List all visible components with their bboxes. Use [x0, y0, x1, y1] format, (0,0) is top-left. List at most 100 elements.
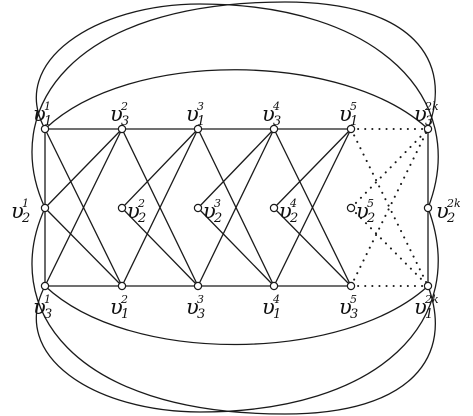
vertex-label-subscript: 2: [137, 211, 146, 226]
edge-r2c2-r0c3: [197, 128, 275, 287]
edge-r2c4-r0c5: [350, 128, 429, 287]
vertex-label-base: υ: [356, 199, 369, 223]
vertex-label-r0c3: υ43: [262, 100, 281, 129]
edge-r1c0-r0c1: [44, 128, 123, 209]
vertex-r0c4: [346, 124, 356, 134]
edge-r1c4-r0c5: [350, 128, 429, 209]
vertex-label-superscript: 2k: [424, 293, 439, 306]
vertex-label-base: υ: [339, 295, 352, 319]
vertex-r0c0: [40, 124, 50, 134]
vertex-label-superscript: 2k: [424, 100, 439, 113]
vertex-r2c5: [423, 281, 433, 291]
vertex-label-base: υ: [436, 199, 449, 223]
edge-r2c0-r0c1: [44, 128, 123, 287]
vertex-r1c4: [346, 203, 356, 213]
vertex-label-subscript: 1: [121, 307, 129, 322]
edge-r2c3-r0c4: [273, 128, 352, 287]
vertex-label-subscript: 2: [289, 211, 298, 226]
edge-r2c1-r0c2: [121, 128, 199, 287]
vertex-label-base: υ: [110, 295, 123, 319]
vertex-label-r2c2: υ33: [186, 293, 205, 322]
vertex-label-superscript: 5: [367, 197, 374, 210]
vertex-label-superscript: 4: [272, 293, 280, 306]
vertex-label-superscript: 3: [197, 293, 204, 306]
vertex-r2c4: [346, 281, 356, 291]
vertex-label-base: υ: [33, 295, 46, 319]
vertex-label-r2c0: υ13: [33, 293, 52, 322]
vertex-r1c1: [117, 203, 127, 213]
vertex-label-base: υ: [339, 102, 352, 126]
vertex-label-subscript: 1: [44, 114, 52, 129]
edge-r1c0-r2c5: [31, 207, 436, 415]
vertex-label-subscript: 3: [425, 114, 433, 129]
vertex-r0c3: [269, 124, 279, 134]
vertex-r0c2: [193, 124, 203, 134]
vertex-label-superscript: 2: [120, 100, 128, 113]
edge-r1c3-r2c4: [273, 207, 352, 287]
edge-r1c2-r2c3: [197, 207, 275, 287]
vertex-label-subscript: 2: [366, 211, 375, 226]
vertex-label-r0c2: υ31: [186, 100, 205, 129]
vertex-label-r1c2: υ32: [203, 197, 222, 226]
vertex-label-base: υ: [11, 199, 24, 223]
vertex-label-r2c3: υ41: [262, 293, 281, 322]
vertex-label-subscript: 1: [197, 114, 205, 129]
vertex-label-superscript: 3: [197, 100, 204, 113]
vertex-label-r2c4: υ53: [339, 293, 358, 322]
vertex-label-r1c3: υ42: [279, 197, 298, 226]
vertex-label-superscript: 2: [137, 197, 145, 210]
vertex-label-superscript: 5: [350, 100, 357, 113]
vertex-label-subscript: 1: [350, 114, 358, 129]
vertex-label-subscript: 3: [350, 307, 358, 322]
edge-r1c1-r0c2: [121, 128, 199, 209]
vertex-label-superscript: 1: [22, 197, 29, 210]
vertex-r1c5: [423, 203, 433, 213]
vertex-label-base: υ: [33, 102, 46, 126]
vertex-label-r0c4: υ51: [339, 100, 358, 129]
edge-r0c0-r0c5: [44, 69, 429, 130]
edges-layer: [31, 1, 439, 415]
vertex-label-base: υ: [262, 102, 275, 126]
vertex-label-base: υ: [186, 295, 199, 319]
vertex-label-r1c4: υ52: [356, 197, 375, 226]
vertex-label-base: υ: [414, 295, 427, 319]
vertex-label-r1c0: υ12: [11, 197, 30, 226]
edge-r2c0-r1c5: [35, 207, 439, 413]
vertex-label-superscript: 2k: [446, 197, 461, 210]
vertex-label-subscript: 2: [21, 211, 30, 226]
vertex-r2c3: [269, 281, 279, 291]
vertex-label-base: υ: [127, 199, 140, 223]
vertex-label-subscript: 3: [121, 114, 129, 129]
vertex-r0c5: [423, 124, 433, 134]
vertices-layer: [40, 124, 433, 291]
vertex-r2c2: [193, 281, 203, 291]
vertex-label-r0c0: υ11: [33, 100, 52, 129]
edge-r1c4-r2c5: [350, 207, 429, 287]
vertex-r0c1: [117, 124, 127, 134]
edge-r0c4-r2c5: [350, 128, 429, 287]
vertex-label-base: υ: [414, 102, 427, 126]
vertex-label-base: υ: [110, 102, 123, 126]
edge-r2c0-r2c5: [44, 285, 429, 346]
vertex-r2c1: [117, 281, 127, 291]
vertex-label-superscript: 5: [350, 293, 357, 306]
vertex-label-subscript: 2: [213, 211, 222, 226]
edge-r1c0-r0c5: [31, 1, 436, 209]
edge-r1c0-r2c1: [44, 207, 123, 287]
edge-r0c0-r1c5: [35, 3, 439, 209]
edge-r1c1-r2c2: [121, 207, 199, 287]
vertex-label-base: υ: [186, 102, 199, 126]
vertex-r1c3: [269, 203, 279, 213]
vertex-label-base: υ: [279, 199, 292, 223]
vertex-label-r0c1: υ23: [110, 100, 129, 129]
vertex-label-subscript: 3: [44, 307, 52, 322]
vertex-label-subscript: 1: [425, 307, 433, 322]
vertex-r1c0: [40, 203, 50, 213]
vertex-label-base: υ: [262, 295, 275, 319]
vertex-label-subscript: 3: [197, 307, 205, 322]
edge-r1c3-r0c4: [273, 128, 352, 209]
